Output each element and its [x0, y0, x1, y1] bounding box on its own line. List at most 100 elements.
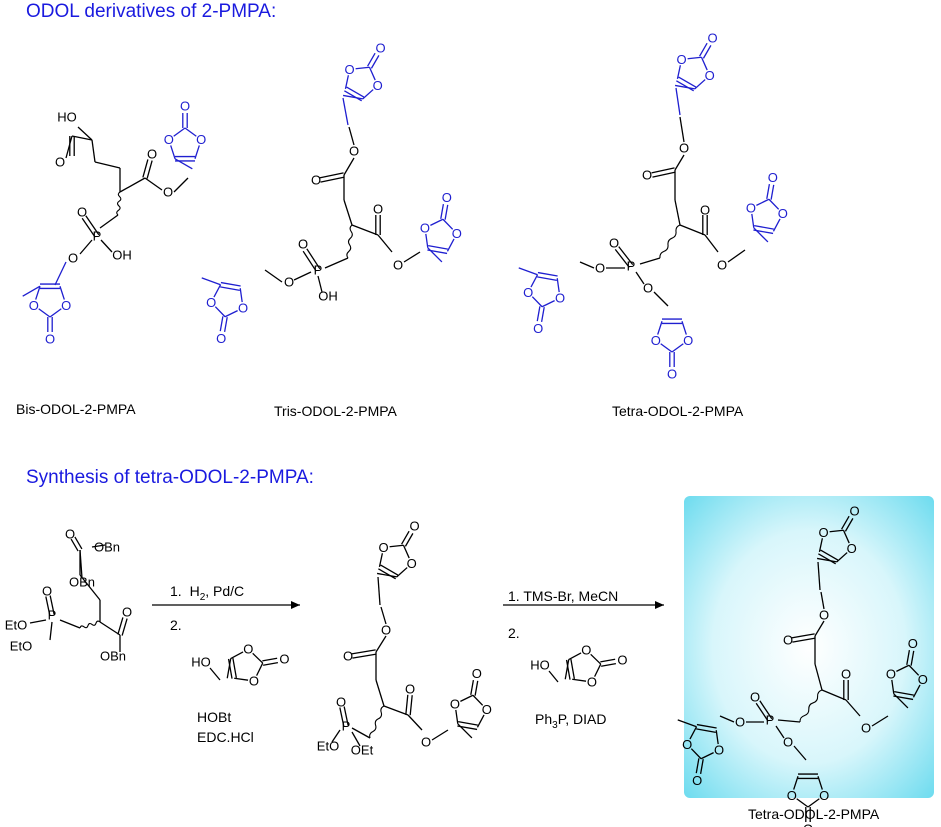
methyl-bond [457, 723, 473, 739]
atom-o: O [683, 333, 693, 348]
atom-o: O [908, 636, 918, 651]
double-bond [906, 649, 911, 665]
atom-o: O [847, 541, 857, 556]
double-bond [320, 176, 345, 183]
atom-o: O [768, 170, 778, 185]
double-bond [820, 549, 839, 561]
double-bond [262, 657, 278, 662]
double-bond [540, 307, 545, 323]
ring-bond [184, 127, 197, 137]
label-tetra-odol: Tetra-ODOL-2-PMPA [612, 403, 744, 419]
double-bond [370, 55, 380, 69]
atom-o: O [750, 690, 760, 705]
atom-p: P [627, 259, 636, 274]
atom-oet: OEt [351, 743, 374, 758]
double-bond [770, 184, 775, 200]
bond [173, 177, 189, 193]
atom-p: P [314, 263, 323, 278]
reagent-edc: EDC.HCl [197, 729, 254, 745]
bond [331, 729, 341, 743]
bond [91, 139, 96, 163]
double-bond [344, 90, 363, 102]
double-bond [766, 183, 771, 199]
atom-o: O [379, 540, 389, 555]
bond [209, 667, 221, 681]
bond [348, 126, 355, 146]
ring-bond [807, 798, 820, 808]
atom-o: O [918, 672, 928, 687]
double-bond [440, 203, 445, 219]
bond [264, 269, 283, 283]
ring-bond [389, 544, 404, 548]
label-tris-odol: Tris-ODOL-2-PMPA [274, 403, 398, 419]
ring-bond [793, 776, 799, 790]
bond [775, 725, 785, 739]
atom-eto: EtO [317, 739, 339, 754]
bond [343, 157, 355, 176]
atom-eto: EtO [5, 618, 27, 633]
bond [77, 126, 93, 141]
heading-derivatives: ODOL derivatives of 2-PMPA: [26, 1, 276, 22]
double-bond [263, 661, 279, 666]
bond [144, 177, 163, 191]
atom-p: P [93, 229, 102, 244]
atom-o: O [345, 62, 355, 77]
double-bond [227, 658, 233, 679]
double-bond [695, 758, 700, 774]
atom-o: O [298, 237, 308, 252]
double-bond [70, 538, 79, 552]
atom-o: O [482, 702, 492, 717]
ring-bond [368, 67, 376, 81]
double-bond [894, 691, 914, 696]
ring-bond [402, 545, 410, 559]
double-bond [219, 316, 224, 332]
methyl-bond [22, 285, 41, 297]
bond [29, 619, 47, 624]
atom-o: O [343, 649, 353, 664]
ring-bond [214, 306, 226, 318]
atom-o: O [284, 275, 294, 290]
double-bond [791, 633, 815, 639]
atom-o: O [164, 132, 174, 147]
double-bond [339, 707, 345, 727]
methyl-bond [674, 84, 695, 90]
atom-o: O [783, 735, 793, 750]
double-bond [699, 42, 708, 57]
atom-obn: OBn [69, 575, 95, 590]
atom-o: O [819, 608, 829, 623]
ring-bond [252, 652, 264, 664]
atom-o: O [787, 788, 797, 803]
atom-o: O [472, 666, 482, 681]
ring-bond [842, 530, 850, 544]
double-bond [818, 553, 837, 565]
bond [653, 291, 669, 307]
atom-oh: OH [318, 289, 338, 304]
double-bond [74, 536, 83, 550]
double-bond [405, 694, 409, 715]
bond [94, 161, 121, 169]
double-bond [351, 649, 376, 655]
atom-o: O [841, 667, 851, 682]
bond [407, 714, 423, 731]
double-bond [470, 679, 475, 695]
bond [679, 224, 706, 236]
double-bond [142, 159, 149, 178]
atom-o: O [180, 99, 190, 114]
double-bond [570, 659, 575, 679]
methyl-bond [753, 227, 769, 243]
ring-bond [173, 127, 186, 137]
ring-bond [590, 653, 602, 665]
double-bond [458, 721, 478, 726]
bond [377, 234, 393, 253]
atom-o: O [381, 623, 391, 638]
double-bond [565, 659, 571, 680]
bond [814, 663, 823, 691]
atom-o: O [216, 331, 226, 346]
ring-bond [230, 651, 244, 660]
atom-o: O [642, 168, 652, 183]
bond [100, 239, 113, 253]
atom-o: O [714, 742, 724, 757]
double-bond [306, 248, 321, 270]
bond [375, 635, 387, 653]
